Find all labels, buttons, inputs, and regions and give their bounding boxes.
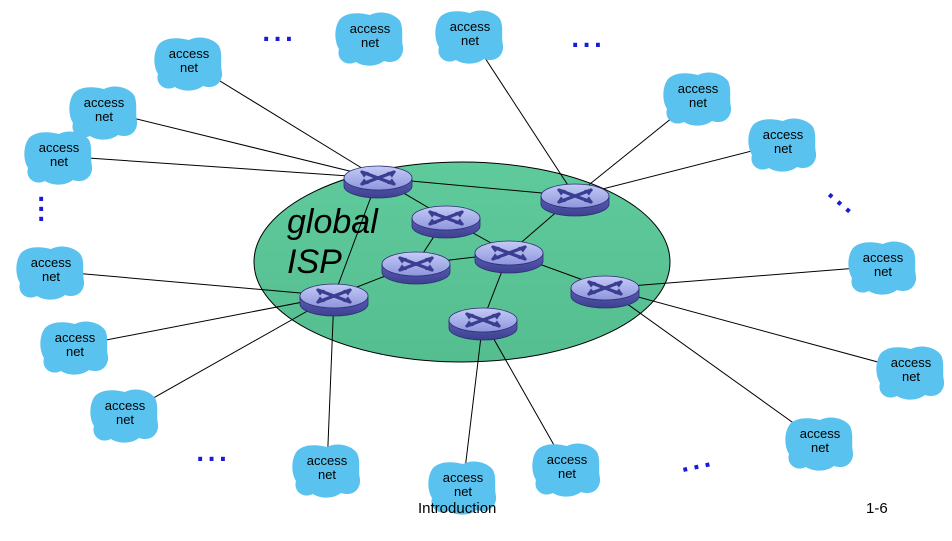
- router-icon: [474, 240, 544, 274]
- ellipsis-left: ...: [37, 182, 49, 227]
- access-link: [50, 270, 335, 297]
- global-isp-label: global ISP: [287, 203, 378, 281]
- router-icon: [570, 275, 640, 309]
- access-link: [326, 295, 335, 470]
- access-link: [188, 61, 379, 179]
- access-link: [604, 287, 912, 372]
- access-link: [58, 155, 379, 179]
- access-link: [124, 295, 335, 415]
- access-link: [604, 265, 884, 289]
- access-link: [604, 287, 821, 443]
- access-link: [74, 295, 335, 347]
- router-icon: [448, 307, 518, 341]
- ellipsis-top-left: ...: [262, 22, 297, 47]
- ellipsis-top-right: ...: [571, 28, 606, 53]
- router-icon: [411, 205, 481, 239]
- access-link: [482, 319, 568, 469]
- router-icon: [343, 165, 413, 199]
- router-icon: [540, 183, 610, 217]
- router-icon: [299, 283, 369, 317]
- access-link: [103, 110, 379, 179]
- access-link: [469, 34, 576, 197]
- access-link: [574, 142, 784, 197]
- footer-title: Introduction: [418, 500, 497, 517]
- ellipsis-bottom-left: ...: [196, 442, 231, 467]
- router-icon: [381, 251, 451, 285]
- slide-number: 1-6: [866, 500, 888, 517]
- access-link: [462, 319, 484, 487]
